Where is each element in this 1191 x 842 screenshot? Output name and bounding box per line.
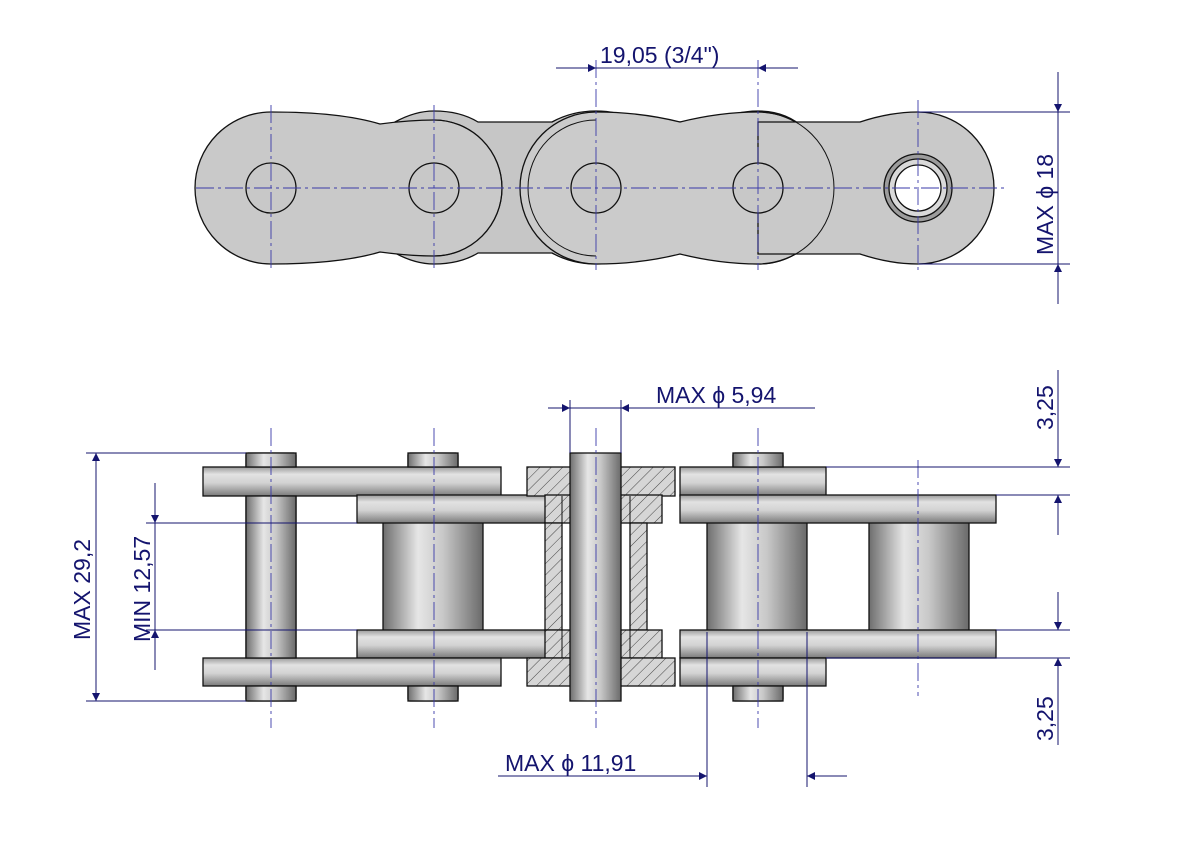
inner-plate-bottom-1 bbox=[356, 629, 563, 659]
inner-plate-bottom-2 bbox=[679, 629, 997, 659]
pin-3-section bbox=[569, 452, 622, 702]
outer-plate-top-right bbox=[679, 466, 827, 497]
roller-diameter-label: MAX ϕ 11,91 bbox=[505, 750, 636, 776]
outer-plate-bottom-left bbox=[202, 657, 502, 687]
plate-thickness-top-label: 3,25 bbox=[1032, 385, 1058, 430]
section-bush-right bbox=[629, 522, 648, 631]
section-bush-left bbox=[544, 522, 563, 631]
bottom-view: MAX ϕ 5,94 MAX 29,2 MIN 12,57 3,25 3,25 bbox=[69, 370, 1070, 787]
pin-diameter-label: MAX ϕ 5,94 bbox=[656, 382, 776, 408]
outer-plate-top-left bbox=[202, 466, 502, 497]
outer-plate-bottom-right bbox=[679, 657, 827, 687]
inner-plate-top-2 bbox=[679, 494, 997, 524]
plate-height-label: MAX ϕ 18 bbox=[1032, 154, 1058, 255]
plate-thickness-bottom-label: 3,25 bbox=[1032, 696, 1058, 741]
pitch-label: 19,05 (3/4") bbox=[600, 42, 719, 68]
roller-4 bbox=[868, 520, 970, 633]
roller-3 bbox=[706, 520, 808, 633]
roller-1 bbox=[382, 520, 484, 633]
top-view: 19,05 (3/4") MAX ϕ 18 bbox=[194, 42, 1070, 304]
overall-width-label: MAX 29,2 bbox=[69, 539, 95, 640]
inner-width-label: MIN 12,57 bbox=[129, 536, 155, 642]
inner-plate-top-1 bbox=[356, 494, 563, 524]
